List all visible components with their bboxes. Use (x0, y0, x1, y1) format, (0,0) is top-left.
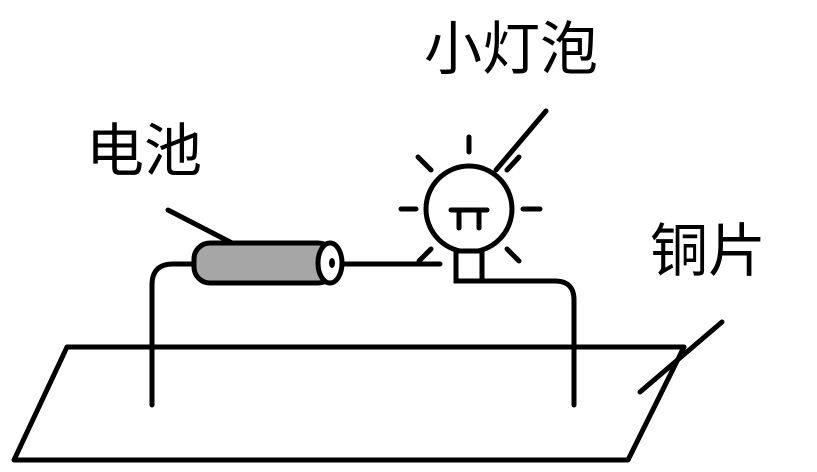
left-wire (149, 261, 200, 408)
bulb-label: 小灯泡 (424, 15, 599, 83)
bulb-base (453, 248, 485, 284)
copper-label: 铜片 (650, 217, 767, 285)
battery-body (191, 240, 337, 286)
battery-label: 电池 (86, 117, 203, 185)
battery-terminal (329, 258, 335, 268)
bulb-filament (448, 207, 490, 231)
right-wire (479, 278, 577, 408)
copper-plate (11, 344, 687, 463)
battery-leader-line (165, 207, 235, 246)
light-bulb (398, 134, 543, 284)
bulb-rays (398, 134, 543, 264)
bulb-leader-line (493, 108, 549, 173)
battery (191, 240, 345, 286)
copper-leader-line (637, 319, 725, 395)
